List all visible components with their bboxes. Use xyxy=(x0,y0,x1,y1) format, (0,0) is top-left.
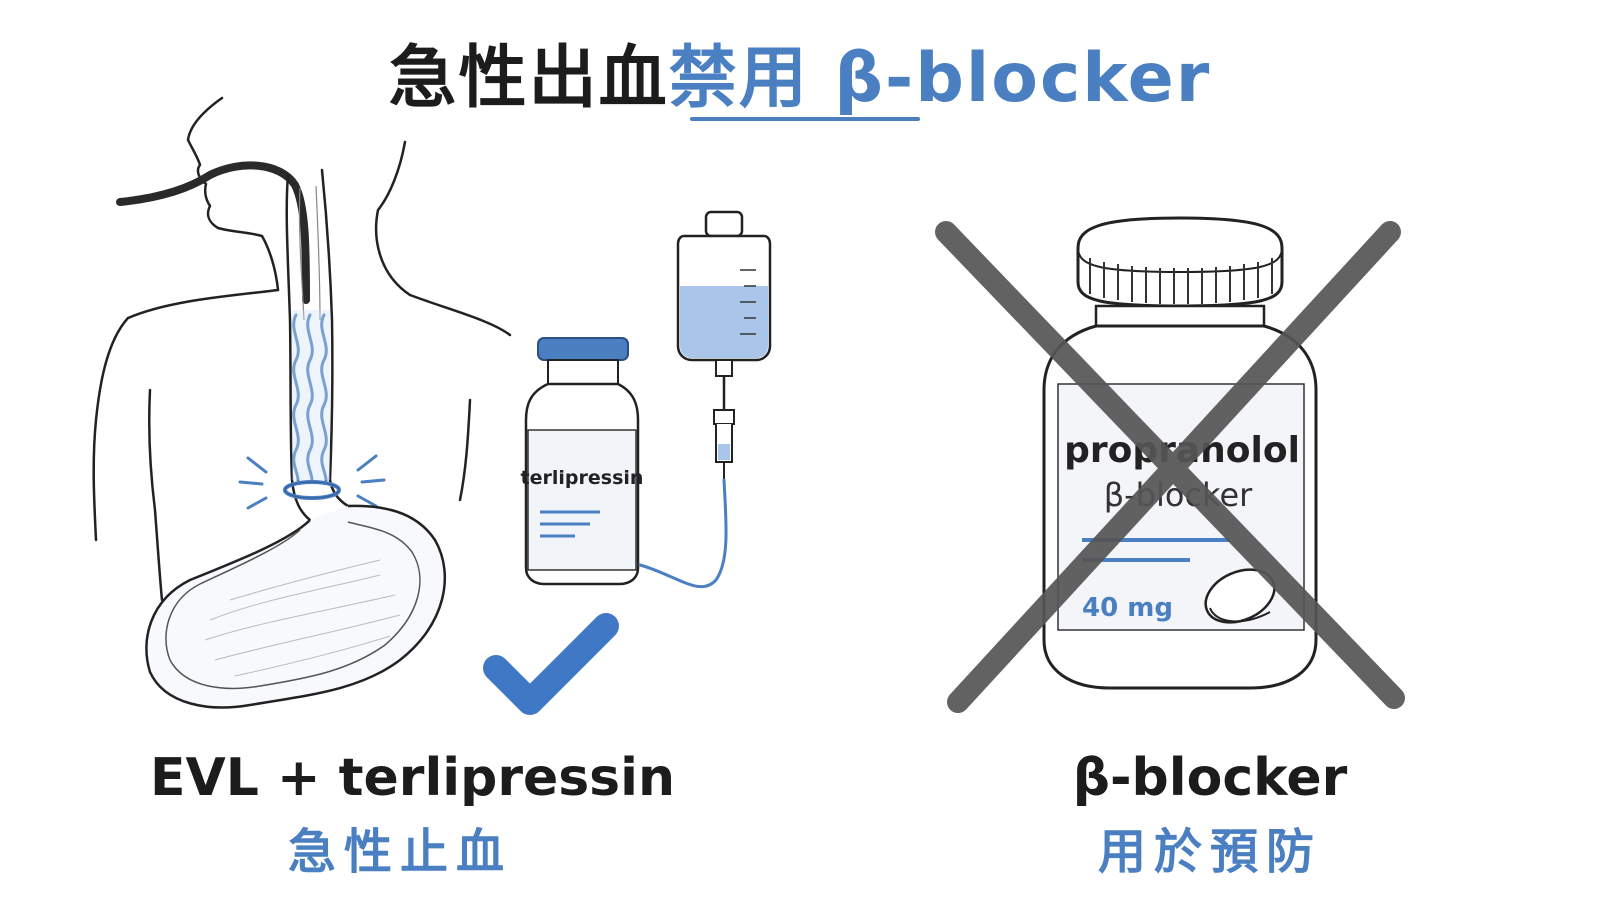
left-caption-main: EVL + terlipressin xyxy=(150,748,675,808)
title-blue-part: 禁用 β-blocker xyxy=(668,39,1212,118)
right-caption-main: β-blocker xyxy=(1072,748,1348,808)
check-icon xyxy=(483,613,619,715)
endoscope-cable xyxy=(116,161,310,304)
iv-tube xyxy=(638,478,728,589)
left-caption-sub: 急性止血 xyxy=(287,824,512,880)
terlipressin-vial xyxy=(524,337,640,586)
title-dark-part: 急性出血 xyxy=(388,39,669,118)
motion-marks xyxy=(238,454,386,510)
right-caption-sub: 用於預防 xyxy=(1097,824,1322,880)
bottle-dose: 40 mg xyxy=(1082,593,1173,623)
varices xyxy=(292,313,328,482)
title-underline xyxy=(690,117,920,121)
prohibited-x-icon xyxy=(935,221,1405,713)
iv-bag xyxy=(676,210,772,480)
vial-label: terlipressin xyxy=(521,467,644,489)
page-title: 急性出血禁用 β-blocker xyxy=(0,22,1600,121)
torso-outline xyxy=(92,96,512,602)
stomach xyxy=(145,504,447,709)
